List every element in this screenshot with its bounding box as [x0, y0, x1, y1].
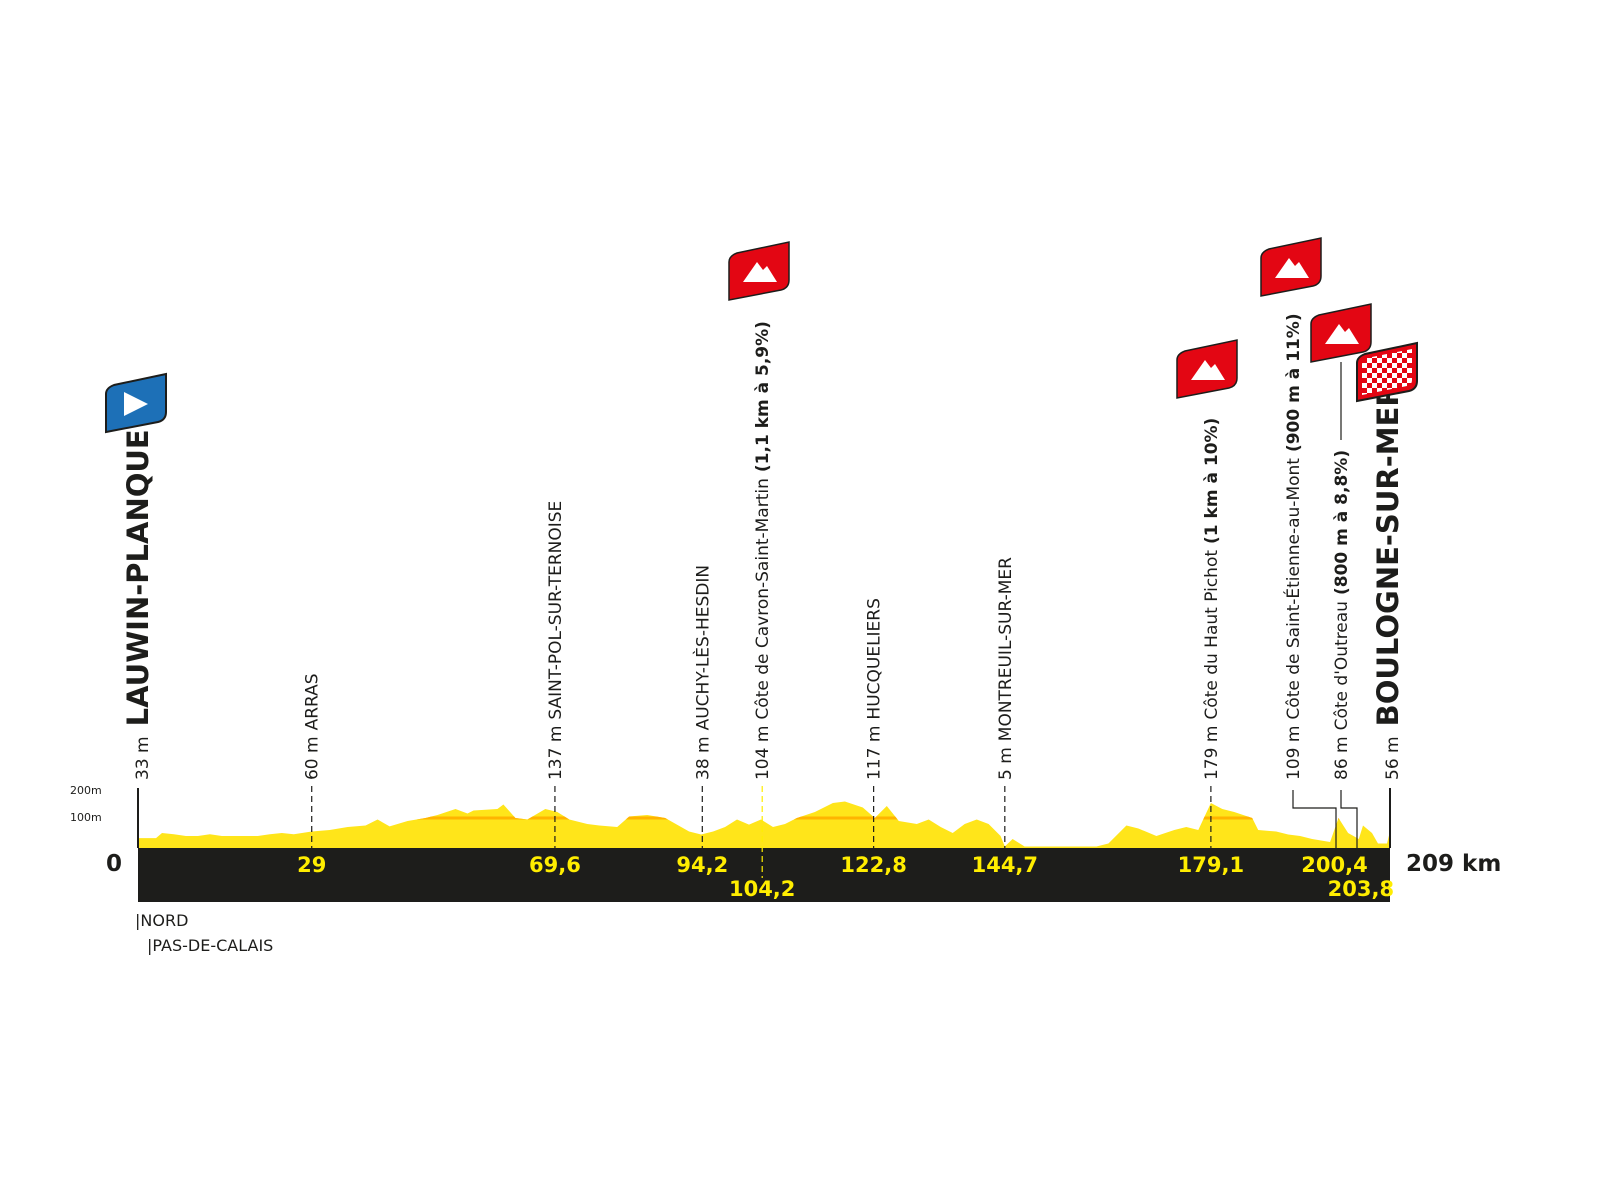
finish-altitude: 56 m: [1383, 736, 1403, 780]
mountain-flag-icon: [728, 241, 790, 301]
km-label: 122,8: [840, 853, 906, 877]
waypoint-label: 117 m HUCQUELIERS: [865, 598, 885, 780]
waypoint-altitude: 5 m: [996, 747, 1016, 780]
waypoint-name: SAINT-POL-SUR-TERNOISE: [546, 501, 566, 720]
elevation-area: [138, 801, 1390, 848]
waypoint-altitude: 104 m: [753, 726, 773, 780]
waypoint-label: 60 m ARRAS: [303, 673, 323, 780]
waypoint-altitude: 117 m: [865, 726, 885, 780]
waypoint-name: AUCHY-LÈS-HESDIN: [691, 565, 713, 731]
finish-city: BOULOGNE-SUR-MER: [1371, 384, 1405, 726]
km-label: 69,6: [529, 853, 581, 877]
elevation-band: [138, 816, 1390, 820]
distance-band: [138, 848, 1390, 902]
waypoints: 60 m ARRAS 29 137 m SAINT-POL-SUR-TERNOISE 69…: [297, 313, 1394, 901]
mountain-flag-icon: [1310, 303, 1372, 363]
km-label: 29: [297, 853, 326, 877]
waypoint-name: Côte du Haut Pichot: [1202, 550, 1222, 720]
waypoint-altitude: 60 m: [303, 736, 323, 780]
waypoint-label: 38 m AUCHY-LÈS-HESDIN: [691, 565, 713, 780]
waypoint-label: 5 m MONTREUIL-SUR-MER: [996, 557, 1016, 780]
climb-detail: (1,1 km à 5,9%): [753, 321, 773, 472]
start-flag-icon: [105, 372, 167, 434]
waypoint-name: Côte de Saint-Étienne-au-Mont: [1282, 458, 1304, 720]
department-label: |NORD: [135, 911, 188, 930]
km-label: 104,2: [729, 877, 795, 901]
finish-label: 56 m BOULOGNE-SUR-MER: [1371, 384, 1405, 780]
waypoint-altitude: 109 m: [1284, 726, 1304, 780]
km-label: 144,7: [972, 853, 1038, 877]
connector-line: [1340, 790, 1358, 848]
waypoint-name: HUCQUELIERS: [865, 598, 885, 720]
waypoint-label: 104 m Côte de Cavron-Saint-Martin (1,1 km …: [753, 321, 773, 780]
x-end-label: 209 km: [1406, 851, 1501, 877]
y-tick-200: 200m: [70, 784, 102, 797]
waypoint-altitude: 86 m: [1332, 736, 1352, 780]
waypoint-altitude: 179 m: [1202, 726, 1222, 780]
km-label: 94,2: [676, 853, 728, 877]
waypoint-label: 179 m Côte du Haut Pichot (1 km à 10%): [1202, 418, 1222, 780]
start-city: LAUWIN-PLANQUE: [121, 429, 155, 726]
waypoint-label: 137 m SAINT-POL-SUR-TERNOISE: [546, 501, 566, 780]
waypoint-altitude: 38 m: [693, 736, 713, 780]
waypoint-altitude: 137 m: [546, 726, 566, 780]
elevation-profile: [138, 801, 1390, 848]
waypoint-name: Côte d'Outreau: [1332, 601, 1352, 730]
waypoint-name: ARRAS: [303, 673, 323, 730]
km-label: 203,8: [1328, 877, 1394, 901]
waypoint-label: 109 m Côte de Saint-Étienne-au-Mont (900 m…: [1282, 313, 1304, 780]
waypoint-name: MONTREUIL-SUR-MER: [996, 557, 1016, 741]
waypoint-label: 86 m Côte d'Outreau (800 m à 8,8%): [1332, 450, 1352, 780]
y-tick-100: 100m: [70, 811, 102, 824]
department-label: |PAS-DE-CALAIS: [147, 936, 273, 955]
start-altitude: 33 m: [133, 736, 153, 780]
km-label: 179,1: [1178, 853, 1244, 877]
waypoint-name: Côte de Cavron-Saint-Martin: [753, 478, 773, 719]
x-start-label: 0: [106, 851, 122, 877]
mountain-flag-icon: [1260, 237, 1322, 297]
connector-line: [1292, 790, 1337, 848]
mountain-flag-icon: [1176, 339, 1238, 399]
start-label: 33 m LAUWIN-PLANQUE: [121, 429, 155, 780]
checkered-flag-icon: [1356, 341, 1418, 403]
climb-detail: (800 m à 8,8%): [1332, 450, 1352, 595]
km-label: 200,4: [1301, 853, 1367, 877]
climb-detail: (900 m à 11%): [1284, 313, 1304, 452]
climb-detail: (1 km à 10%): [1202, 418, 1222, 544]
